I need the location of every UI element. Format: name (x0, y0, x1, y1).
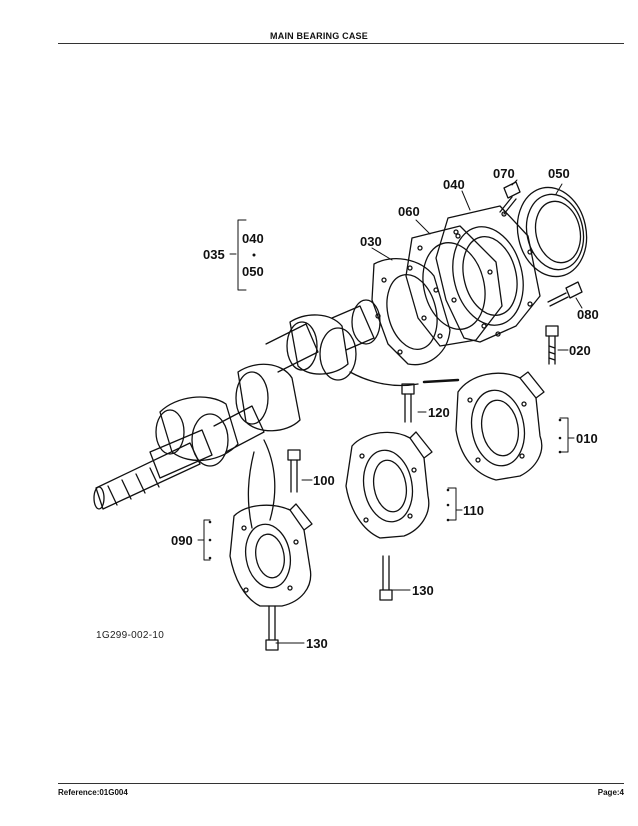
bearing-case-110-drawing (345, 431, 433, 539)
part-label-040: 040 (443, 177, 465, 192)
part-label-010: 010 (576, 431, 598, 446)
part-label-070: 070 (493, 166, 515, 181)
part-label-050: 050 (548, 166, 570, 181)
footer-rule (58, 783, 624, 784)
header-rule (58, 43, 624, 44)
bolt-120-drawing (401, 383, 415, 423)
footer-reference: Reference:01G004 (58, 788, 128, 797)
part-label-020: 020 (569, 343, 591, 358)
gasket-060-drawing (405, 225, 503, 347)
part-label-035: 035 (203, 247, 225, 262)
footer-page-number: Page:4 (597, 788, 624, 797)
bolt-130-lower-drawing (265, 605, 279, 651)
crankshaft-drawing (93, 299, 419, 529)
part-label-110: 110 (463, 503, 484, 518)
gasket-030-drawing (371, 258, 451, 366)
figure-reference: 1G299-002-10 (96, 630, 164, 641)
part-label-100: 100 (313, 473, 335, 488)
part-label-050-group: 050 (242, 264, 264, 279)
part-label-120: 120 (428, 405, 450, 420)
oil-seal-drawing (516, 186, 588, 278)
part-label-080: 080 (577, 307, 599, 322)
bolt-020-drawing (545, 325, 559, 365)
bolt-100-drawing (287, 449, 301, 493)
page-title: MAIN BEARING CASE (270, 31, 368, 41)
housing-040-drawing (435, 205, 541, 343)
part-label-030: 030 (360, 234, 382, 249)
part-label-040-group: 040 (242, 231, 264, 246)
bolt-080-drawing (547, 281, 583, 307)
bearing-case-090-drawing (229, 503, 313, 607)
part-label-130-lower: 130 (306, 636, 328, 651)
part-label-090: 090 (171, 533, 193, 548)
part-label-060: 060 (398, 204, 420, 219)
part-label-130-upper: 130 (412, 583, 434, 598)
bearing-case-010-drawing (455, 371, 545, 481)
bolt-130-upper-drawing (379, 555, 393, 601)
